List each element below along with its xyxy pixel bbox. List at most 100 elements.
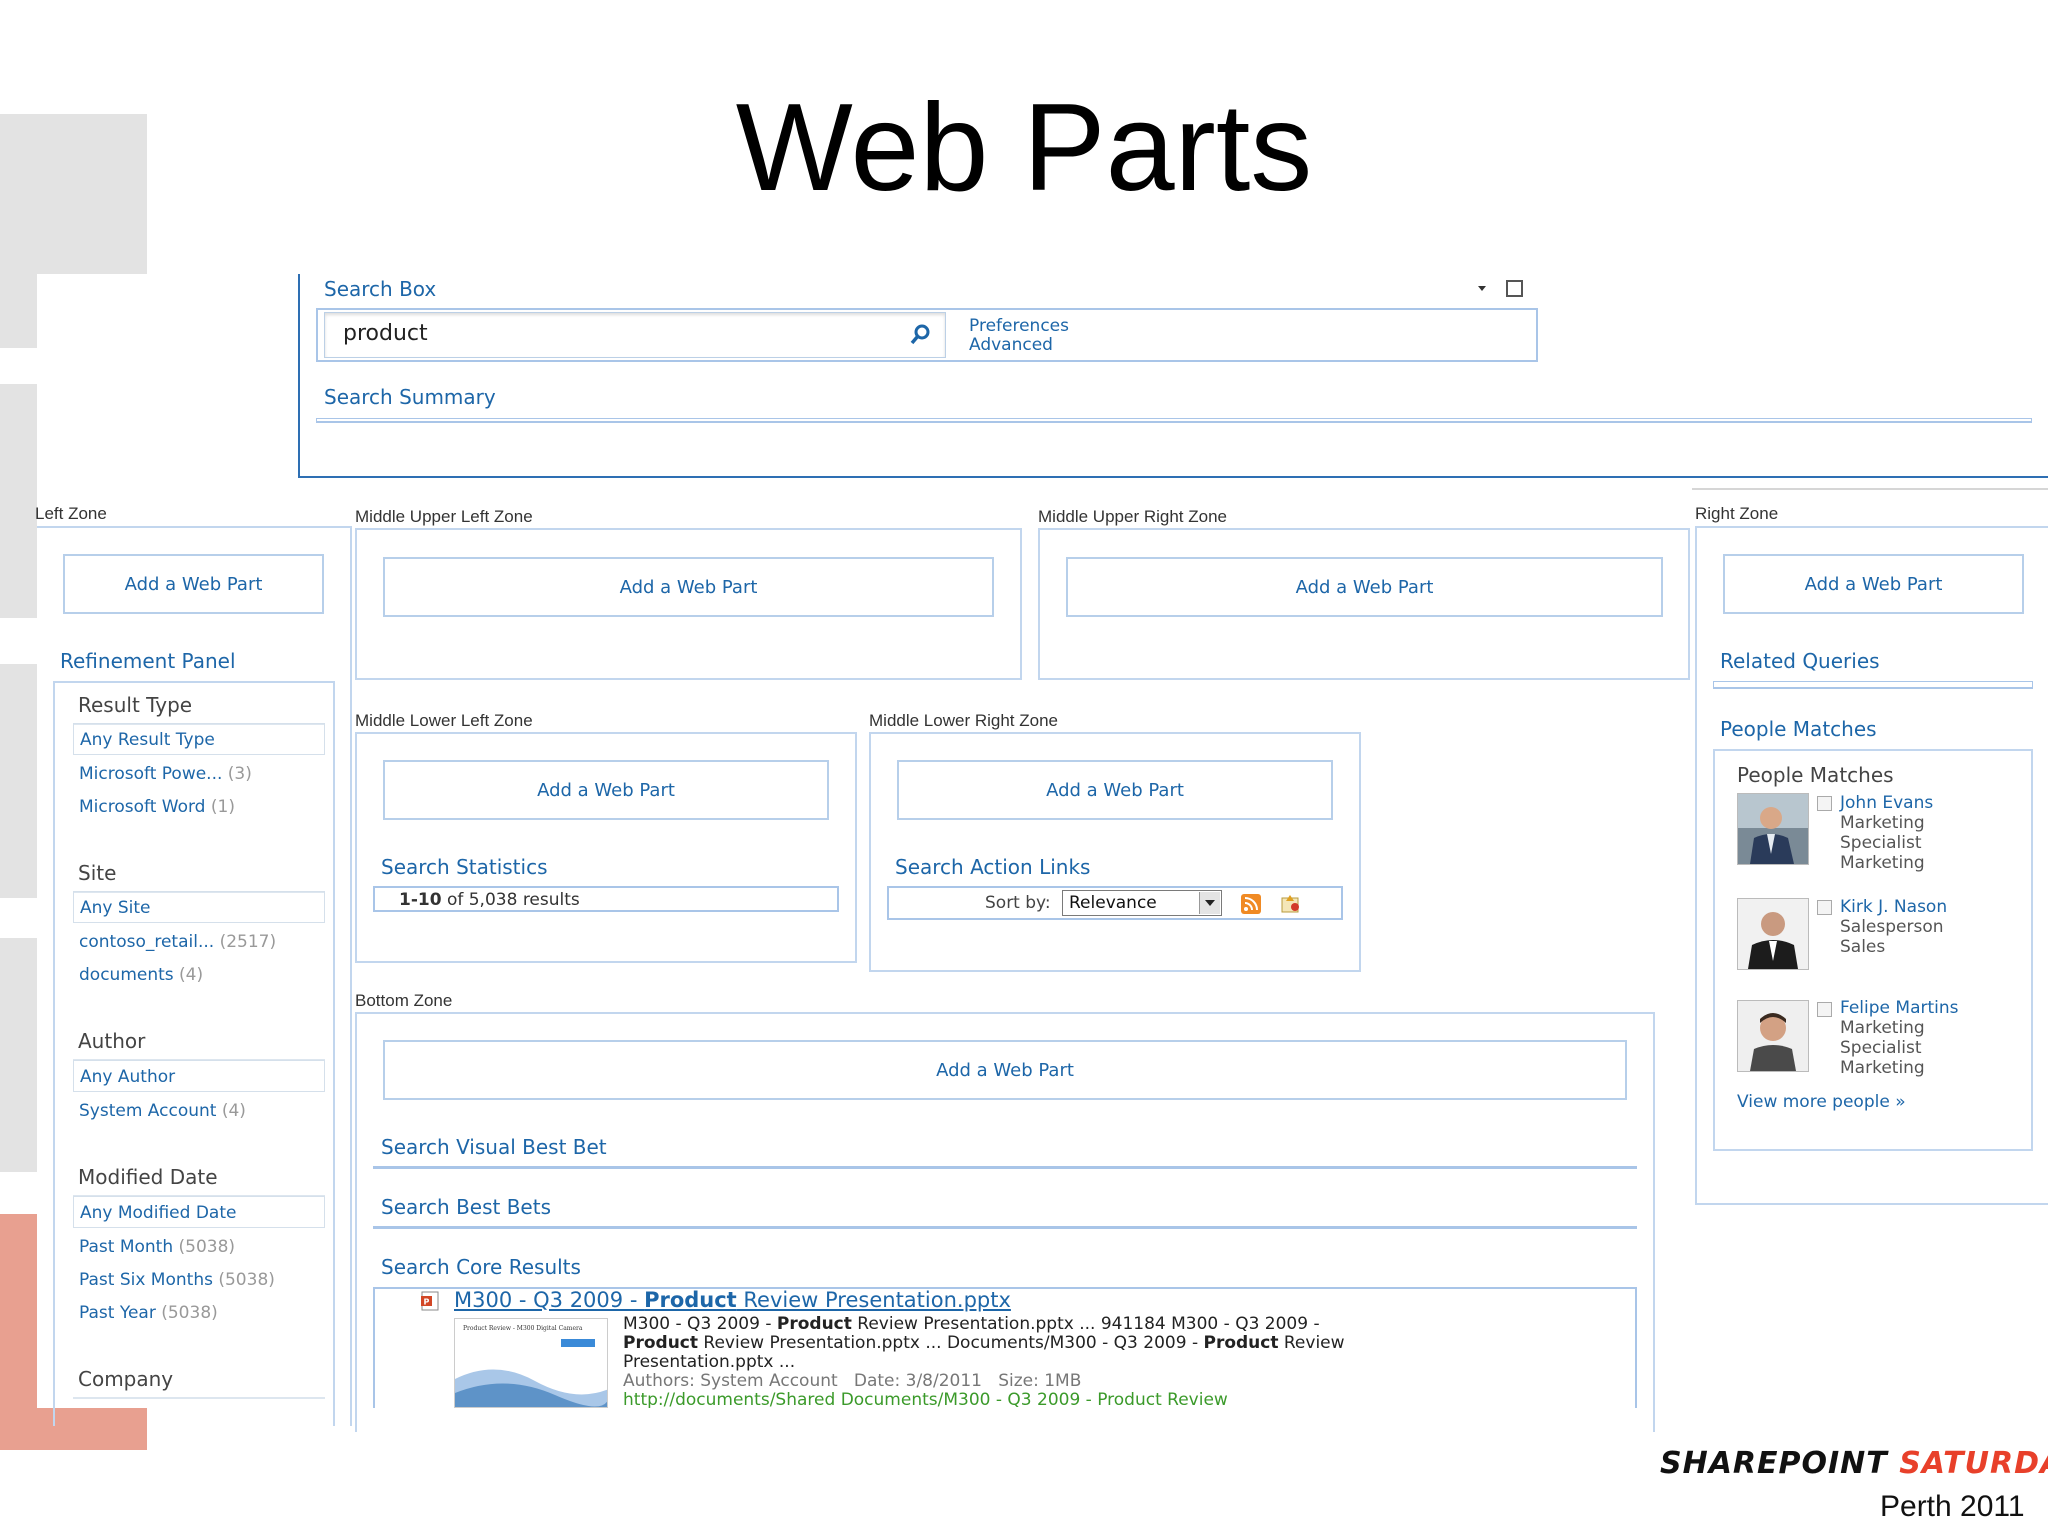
- alert-me-icon[interactable]: [1280, 893, 1302, 915]
- result-meta: Authors: System Account Date: 3/8/2011 S…: [623, 1371, 1082, 1391]
- add-web-part-middle-lower-left[interactable]: Add a Web Part: [383, 760, 829, 820]
- decor-bar-gray-5: [0, 938, 37, 1172]
- search-summary-line: [316, 418, 2032, 423]
- search-box-frame: [298, 274, 2048, 478]
- refine-item[interactable]: Microsoft Powe... (3): [79, 764, 252, 784]
- refine-item[interactable]: contoso_retail... (2517): [79, 932, 276, 952]
- avatar: [1737, 898, 1809, 970]
- refine-item-count: (1): [210, 797, 235, 817]
- person-card: Kirk J. Nason Salesperson Sales: [1840, 897, 1947, 957]
- result-total: of 5,038 results: [446, 890, 580, 910]
- person-checkbox[interactable]: [1817, 1002, 1832, 1017]
- refine-item[interactable]: Microsoft Word (1): [79, 797, 235, 817]
- rss-icon[interactable]: [1241, 894, 1261, 914]
- any-modified-date[interactable]: Any Modified Date: [73, 1196, 325, 1228]
- related-queries-line: [1713, 681, 2033, 689]
- refine-item-count: (5038): [218, 1270, 275, 1290]
- search-action-links-title: Search Action Links: [895, 855, 1091, 879]
- refine-item-label: Microsoft Powe...: [79, 764, 223, 784]
- right-zone-label: Right Zone: [1695, 504, 1779, 523]
- search-box-title: Search Box: [324, 277, 437, 301]
- refine-item[interactable]: Past Six Months (5038): [79, 1270, 275, 1290]
- result-title-part: Review Presentation.pptx: [736, 1288, 1011, 1312]
- bottom-zone-label: Bottom Zone: [355, 991, 453, 1010]
- search-best-bets-title: Search Best Bets: [381, 1195, 551, 1219]
- related-queries-title: Related Queries: [1720, 649, 1880, 673]
- any-site[interactable]: Any Site: [73, 891, 325, 923]
- preferences-link[interactable]: Preferences: [969, 316, 1069, 336]
- person-checkbox[interactable]: [1817, 900, 1832, 915]
- middle-lower-right-zone-label: Middle Lower Right Zone: [869, 711, 1058, 730]
- core-results-box: [373, 1287, 1637, 1408]
- people-matches-title: People Matches: [1720, 717, 1877, 741]
- any-author[interactable]: Any Author: [73, 1060, 325, 1092]
- search-input[interactable]: product: [324, 312, 946, 358]
- middle-upper-right-zone-label: Middle Upper Right Zone: [1038, 507, 1227, 526]
- search-summary-title: Search Summary: [324, 385, 496, 409]
- search-core-results-title: Search Core Results: [381, 1255, 581, 1279]
- person-card: John Evans Marketing Specialist Marketin…: [1840, 793, 1933, 873]
- add-web-part-middle-upper-left[interactable]: Add a Web Part: [383, 557, 994, 617]
- person-detail: Marketing: [1840, 1018, 1925, 1038]
- person-checkbox[interactable]: [1817, 796, 1832, 811]
- search-box-container: [316, 308, 1538, 362]
- view-more-people-link[interactable]: View more people »: [1737, 1092, 1906, 1112]
- add-web-part-middle-upper-right[interactable]: Add a Web Part: [1066, 557, 1663, 617]
- advanced-link[interactable]: Advanced: [969, 335, 1053, 355]
- refinement-panel-box: [53, 681, 335, 1426]
- event-label: Perth 2011: [1880, 1490, 2025, 1523]
- person-name-link[interactable]: John Evans: [1840, 793, 1934, 813]
- bottom-zone: [355, 1012, 1655, 1432]
- sort-by-select[interactable]: Relevance: [1062, 890, 1222, 916]
- result-range: 1-10: [399, 890, 442, 910]
- search-action-links-bar: [887, 886, 1343, 920]
- refine-item[interactable]: Past Year (5038): [79, 1303, 218, 1323]
- modified-date-heading: Modified Date: [73, 1165, 325, 1197]
- right-zone-top-rule: [1692, 488, 2048, 490]
- thumbnail-button: [561, 1339, 595, 1347]
- refine-item[interactable]: System Account (4): [79, 1101, 246, 1121]
- result-snippet-line: M300 - Q3 2009 - Product Review Presenta…: [623, 1314, 1320, 1334]
- result-type-heading: Result Type: [73, 693, 325, 725]
- refine-item-label: Past Six Months: [79, 1270, 213, 1290]
- add-web-part-left[interactable]: Add a Web Part: [63, 554, 324, 614]
- person-detail: Salesperson: [1840, 917, 1944, 937]
- result-title-link[interactable]: M300 - Q3 2009 - Product Review Presenta…: [454, 1288, 1011, 1312]
- result-snippet-line: Product Review Presentation.pptx ... Doc…: [623, 1333, 1345, 1353]
- add-web-part-middle-lower-right[interactable]: Add a Web Part: [897, 760, 1333, 820]
- person-name-link[interactable]: Felipe Martins: [1840, 998, 1959, 1018]
- chevron-down-icon[interactable]: [1199, 892, 1220, 914]
- refine-item[interactable]: Past Month (5038): [79, 1237, 235, 1257]
- thumbnail-caption: Product Review - M300 Digital Camera: [463, 1325, 583, 1332]
- person-detail: Specialist: [1840, 833, 1922, 853]
- refine-item-label: documents: [79, 965, 174, 985]
- add-web-part-right[interactable]: Add a Web Part: [1723, 554, 2024, 614]
- checkbox-icon[interactable]: [1506, 280, 1523, 297]
- logo-word-sharepoint: SHAREPOINT: [1660, 1446, 1888, 1481]
- best-bets-line: [373, 1226, 1637, 1229]
- refine-item-label: contoso_retail...: [79, 932, 215, 952]
- site-heading: Site: [73, 861, 325, 893]
- author-heading: Author: [73, 1029, 325, 1061]
- person-detail: Marketing: [1840, 813, 1925, 833]
- search-visual-best-bet-title: Search Visual Best Bet: [381, 1135, 607, 1159]
- result-thumbnail[interactable]: Product Review - M300 Digital Camera: [454, 1318, 608, 1408]
- result-url[interactable]: http://documents/Shared Documents/M300 -…: [623, 1391, 1228, 1408]
- middle-lower-left-zone-label: Middle Lower Left Zone: [355, 711, 533, 730]
- logo-word-saturday: SATURDAY: [1899, 1446, 2048, 1481]
- right-zone: [1695, 526, 2048, 1205]
- thumbnail-wave: [455, 1369, 607, 1407]
- people-matches-box: [1713, 749, 2033, 1151]
- refine-item-count: (4): [221, 1101, 246, 1121]
- refine-item[interactable]: documents (4): [79, 965, 203, 985]
- decor-bar-gray-3: [0, 384, 37, 618]
- result-title-highlight: Product: [644, 1288, 737, 1312]
- avatar: [1737, 1000, 1809, 1072]
- any-result-type[interactable]: Any Result Type: [73, 723, 325, 755]
- add-web-part-bottom[interactable]: Add a Web Part: [383, 1040, 1627, 1100]
- refine-item-count: (2517): [219, 932, 277, 952]
- search-icon[interactable]: [908, 322, 932, 346]
- person-name-link[interactable]: Kirk J. Nason: [1840, 897, 1948, 917]
- sort-by-value: Relevance: [1069, 893, 1157, 913]
- dropdown-arrow-icon[interactable]: [1478, 286, 1486, 291]
